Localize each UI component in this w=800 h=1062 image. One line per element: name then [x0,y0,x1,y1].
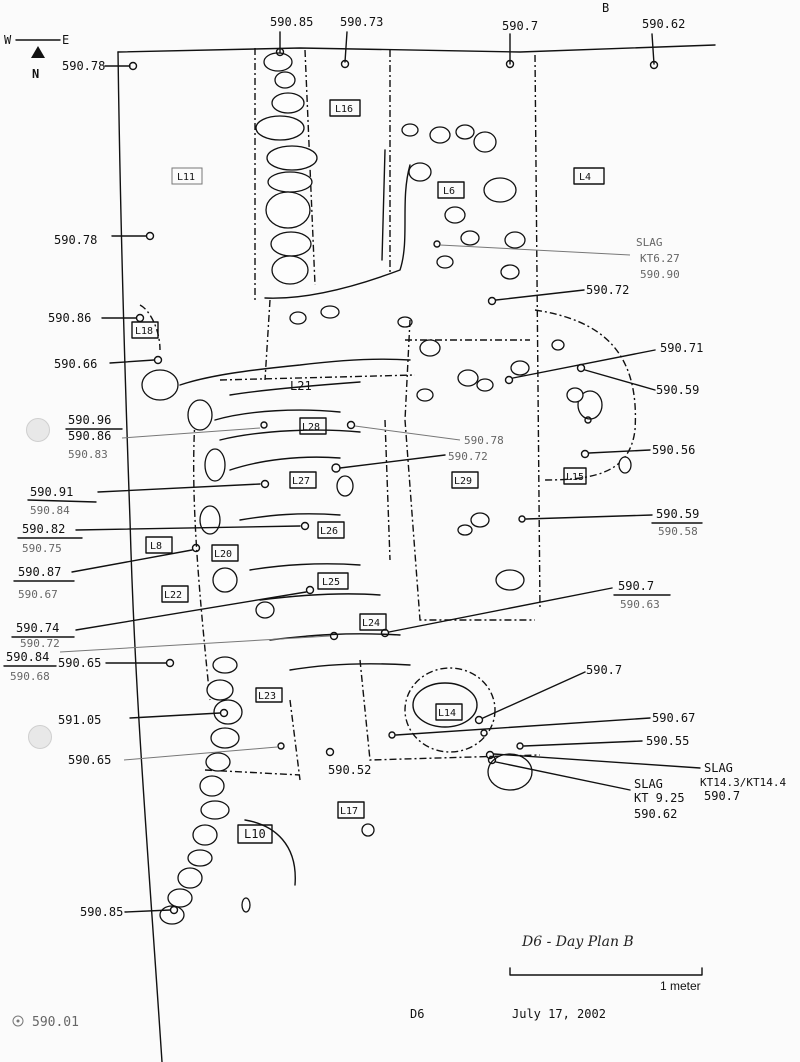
trench-top-edge [117,44,716,53]
svg-text:590.91: 590.91 [30,485,73,499]
locus-l14: L14 [438,708,456,719]
trench-west-edge [117,51,163,1062]
svg-text:590.86: 590.86 [48,311,91,325]
locus-l8: L8 [150,541,162,552]
svg-text:590.7: 590.7 [618,579,654,593]
rubble-stones-l29 [416,339,632,591]
elev-top-c: 590.7 [502,19,538,33]
svg-text:590.78: 590.78 [464,434,504,447]
locus-l15: L15 [566,472,584,483]
svg-text:590.72: 590.72 [448,450,488,463]
svg-text:590.71: 590.71 [660,341,703,355]
svg-text:SLAG: SLAG [704,761,733,775]
svg-text:590.67: 590.67 [18,588,58,601]
svg-text:SLAG: SLAG [636,236,663,249]
compass-north: N [32,67,39,81]
svg-text:590.65: 590.65 [58,656,101,670]
legend-point-icon [12,1015,24,1027]
sheet-corner-mark: B [602,1,609,15]
locus-l18: L18 [135,326,153,337]
locus-l6: L6 [443,186,455,197]
scale-label: 1 meter [660,979,701,993]
compass-east: E [62,33,69,47]
svg-text:590.56: 590.56 [652,443,695,457]
locus-l28: L28 [302,422,320,433]
svg-text:590.84: 590.84 [30,504,70,517]
svg-text:591.05: 591.05 [58,713,101,727]
locus-l23: L23 [258,691,276,702]
locus-l21: L21 [290,379,312,393]
svg-text:590.72: 590.72 [20,637,60,650]
svg-text:590.86: 590.86 [68,429,111,443]
svg-text:SLAG: SLAG [634,777,663,791]
elev-top-d: 590.62 [642,17,685,31]
svg-text:590.63: 590.63 [620,598,660,611]
svg-text:590.82: 590.82 [22,522,65,536]
locus-l17: L17 [340,806,358,817]
compass-west: W [4,33,12,47]
stone-lines-l21-l28 [187,399,411,671]
svg-text:KT 9.25: KT 9.25 [634,791,685,805]
svg-text:590.87: 590.87 [18,565,61,579]
svg-text:590.83: 590.83 [68,448,108,461]
locus-l25: L25 [322,577,340,588]
elev-top-b: 590.73 [340,15,383,29]
svg-text:590.68: 590.68 [10,670,50,683]
plan-title: D6 - Day Plan B [521,934,634,950]
svg-text:590.67: 590.67 [652,711,695,725]
svg-text:590.59: 590.59 [656,507,699,521]
svg-text:590.7: 590.7 [704,789,740,803]
svg-text:590.90: 590.90 [640,268,680,281]
elevation-labels-right: SLAG KT6.27 590.90 590.72 590.71 590.59 … [586,236,786,821]
locus-l4: L4 [579,172,591,183]
svg-text:590.78: 590.78 [54,233,97,247]
svg-text:KT14.3/KT14.4: KT14.3/KT14.4 [700,776,786,789]
wall-stones-l16 [255,52,318,285]
svg-text:590.65: 590.65 [68,753,111,767]
svg-text:590.72: 590.72 [586,283,629,297]
svg-text:590.55: 590.55 [646,734,689,748]
svg-text:590.96: 590.96 [68,413,111,427]
svg-text:590.85: 590.85 [80,905,123,919]
svg-text:590.75: 590.75 [22,542,62,555]
survey-points-left [59,47,659,915]
date-label: July 17, 2002 [512,1007,606,1021]
elevation-labels-center: 590.78 590.72 590.52 [328,434,504,777]
elevation-labels-left: 590.78 590.78 590.86 590.66 590.96 590.8… [3,59,123,919]
locus-l11: L11 [177,172,195,183]
scale-bar [509,967,703,976]
binder-hole [26,418,50,442]
locus-l10: L10 [244,827,266,841]
locus-l27: L27 [292,476,310,487]
svg-text:590.84: 590.84 [6,650,49,664]
locus-l22: L22 [164,590,182,601]
svg-text:590.78: 590.78 [62,59,105,73]
elev-top-a: 590.85 [270,15,313,29]
locus-l26: L26 [320,526,338,537]
svg-text:590.59: 590.59 [656,383,699,397]
binder-hole [28,725,52,749]
north-arrow-icon [31,46,45,58]
legend-value: 590.01 [32,1015,79,1030]
svg-text:590.74: 590.74 [16,621,59,635]
svg-text:590.52: 590.52 [328,763,371,777]
locus-l29: L29 [454,476,472,487]
svg-text:590.58: 590.58 [658,525,698,538]
survey-points-right [325,240,701,791]
svg-text:590.66: 590.66 [54,357,97,371]
svg-text:590.7: 590.7 [586,663,622,677]
svg-text:KT6.27: KT6.27 [640,252,680,265]
locus-l16: L16 [335,104,353,115]
rubble-stones-l6 [289,123,526,328]
svg-text:590.62: 590.62 [634,807,677,821]
locus-l24: L24 [362,618,380,629]
locus-l20: L20 [214,549,232,560]
square-label: D6 [410,1007,424,1021]
locus-boxes: L16 L11 L4 L6 L18 L21 L28 L27 L29 L15 L2… [131,99,605,844]
